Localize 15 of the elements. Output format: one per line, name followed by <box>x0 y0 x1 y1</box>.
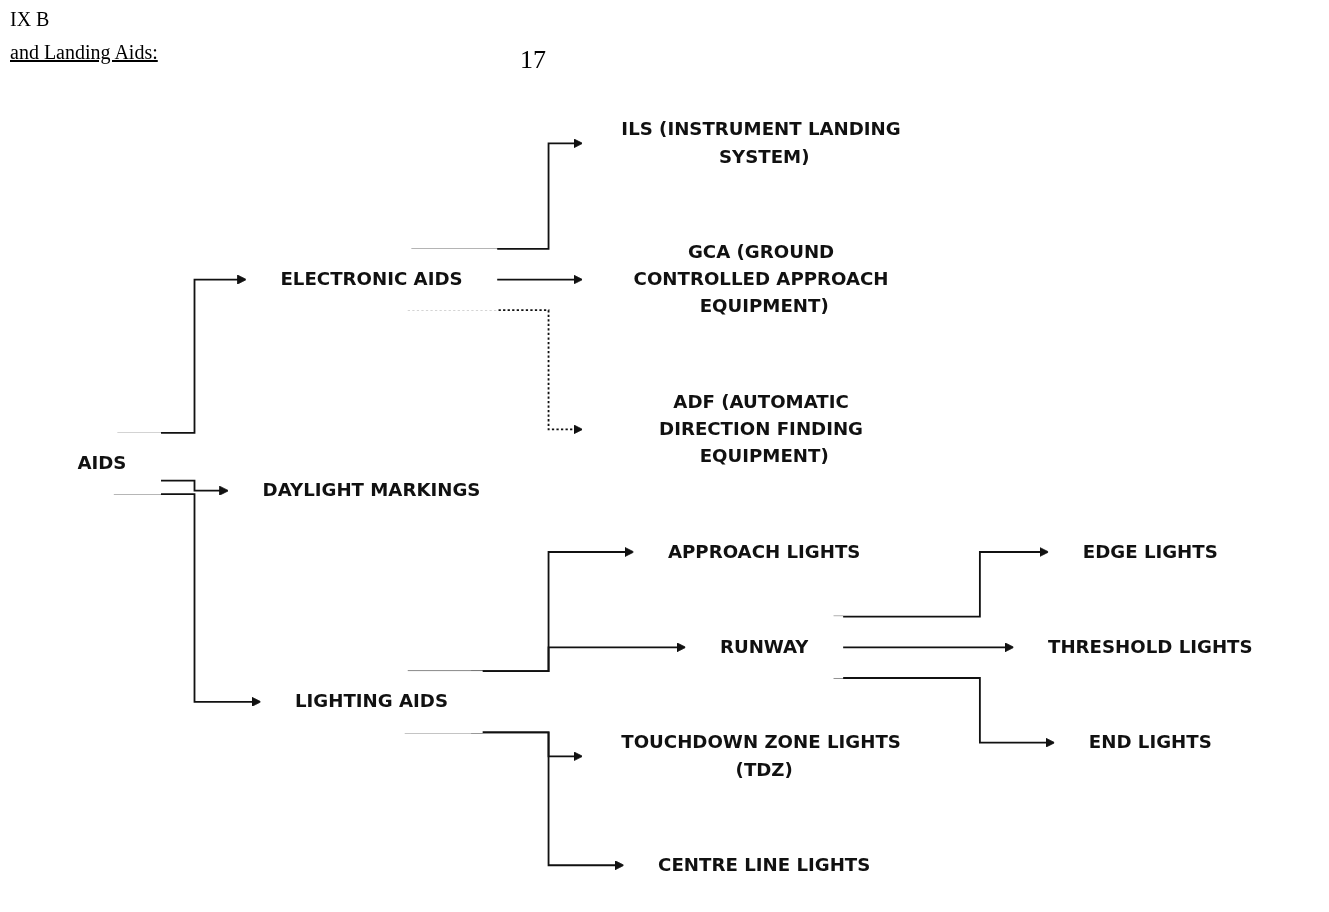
node-text: RUNWAY <box>719 635 809 658</box>
node-text: END LIGHTS <box>1088 731 1212 753</box>
appendix-heading: IX B <box>10 8 51 31</box>
section-heading: and Landing Aids: <box>10 41 158 64</box>
node-text: ILS (INSTRUMENT LANDING SYSTEM) <box>620 118 901 168</box>
node-text: DAYLIGHT MARKINGS <box>262 479 480 501</box>
node-text: ADF (AUTOMATIC DIRECTION FINDING EQUIPMENT) <box>658 390 863 467</box>
node-text: CENTRE LINE LIGHTS <box>657 853 870 876</box>
page-number: 17 <box>520 45 546 75</box>
node-text: THRESHOLD LIGHTS <box>1047 635 1253 658</box>
node-text: EDGE LIGHTS <box>1082 540 1218 563</box>
node-text: TOUCHDOWN ZONE LIGHTS (TDZ) <box>620 731 901 781</box>
arrow <box>159 479 229 496</box>
node-text: APPROACH LIGHTS <box>667 540 860 563</box>
node-text: GCA (GROUND CONTROLLED APPROACH EQUIPMENT) <box>633 240 889 318</box>
